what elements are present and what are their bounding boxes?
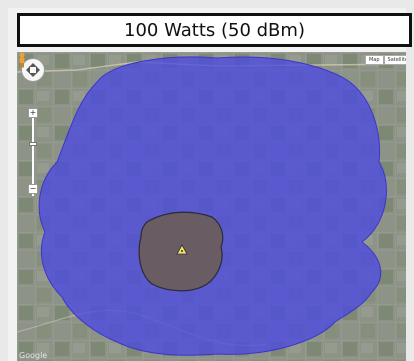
pan-right-icon[interactable] — [36, 66, 44, 74]
map-type-map-button[interactable]: Map — [364, 55, 384, 65]
right-gutter — [406, 52, 414, 361]
pan-up-icon[interactable] — [29, 59, 37, 67]
coverage-area-100w — [38, 56, 387, 356]
pan-down-icon[interactable] — [29, 73, 37, 81]
transmitter-marker-icon — [176, 244, 188, 255]
street-view-pegman-icon[interactable] — [17, 52, 27, 68]
map-canvas[interactable] — [17, 52, 414, 361]
map-type-control[interactable]: Map Satellite — [364, 55, 412, 65]
zoom-slider-thumb[interactable] — [29, 142, 37, 146]
google-logo[interactable]: Google — [19, 351, 48, 360]
coverage-map[interactable]: + − Map Satellite Google — [17, 52, 414, 361]
coverage-title: 100 Watts (50 dBm) — [17, 13, 412, 47]
coverage-title-text: 100 Watts (50 dBm) — [124, 19, 305, 41]
zoom-in-button[interactable]: + — [28, 108, 38, 118]
zoom-slider-track[interactable] — [32, 110, 34, 196]
pan-control[interactable] — [21, 58, 45, 82]
zoom-out-button[interactable]: − — [28, 184, 38, 194]
pan-left-icon[interactable] — [22, 66, 30, 74]
